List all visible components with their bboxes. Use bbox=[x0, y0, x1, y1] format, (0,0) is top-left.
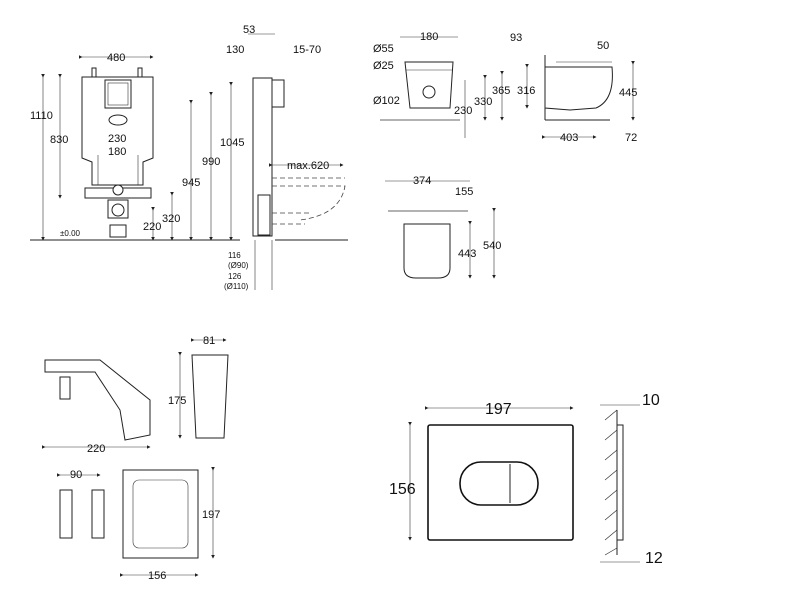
front-frame-view: 480 1110 830 230 180 945 990 320 220 ±0.… bbox=[30, 52, 240, 241]
dim-540: 540 bbox=[483, 240, 501, 252]
dim-316: 316 bbox=[517, 85, 535, 97]
flush-plate-view: 197 156 10 12 bbox=[389, 392, 663, 567]
dim-dia-90: (Ø90) bbox=[228, 261, 249, 270]
wall-hatch bbox=[604, 409, 618, 556]
dim-dia-102: Ø102 bbox=[373, 95, 400, 107]
dim-50: 50 bbox=[597, 40, 609, 52]
dim-72: 72 bbox=[625, 132, 637, 144]
dim-945: 945 bbox=[182, 177, 200, 189]
dim-93: 93 bbox=[510, 32, 522, 44]
dim-330: 330 bbox=[474, 96, 492, 108]
dim-plate-156: 156 bbox=[389, 481, 416, 498]
dim-1045: 1045 bbox=[220, 137, 244, 149]
dim-480: 480 bbox=[107, 52, 125, 64]
dim-445: 445 bbox=[619, 87, 637, 99]
bowl-top-view: 374 155 443 540 bbox=[385, 175, 501, 279]
dim-plate-10: 10 bbox=[642, 392, 660, 409]
dim-443: 443 bbox=[458, 248, 476, 260]
bowl-back-view: 180 Ø55 Ø25 Ø102 230 330 365 bbox=[373, 31, 510, 138]
dim-max-620: max.620 bbox=[287, 160, 329, 172]
dim-155: 155 bbox=[455, 186, 473, 198]
dim-dia-110: (Ø110) bbox=[224, 282, 249, 291]
dim-374: 374 bbox=[413, 175, 431, 187]
dim-15-70: 15-70 bbox=[293, 44, 321, 56]
dim-1110: 1110 bbox=[30, 110, 53, 122]
dim-plate-197: 197 bbox=[485, 401, 512, 418]
dim-230: 230 bbox=[108, 133, 126, 145]
dim-230: 230 bbox=[454, 105, 472, 117]
dim-81: 81 bbox=[203, 335, 215, 347]
dim-dia-55: Ø55 bbox=[373, 43, 394, 55]
dim-365: 365 bbox=[492, 85, 510, 97]
dim-180: 180 bbox=[108, 146, 126, 158]
accessories-view: 220 81 175 90 197 156 bbox=[42, 335, 229, 582]
bowl-side-view: 93 50 316 445 403 72 bbox=[510, 32, 637, 144]
dim-175: 175 bbox=[168, 395, 186, 407]
dim-126: 126 bbox=[228, 272, 242, 281]
dim-220: 220 bbox=[87, 443, 105, 455]
dim-320: 320 bbox=[162, 213, 180, 225]
floor-level: ±0.00 bbox=[60, 229, 81, 238]
dim-53: 53 bbox=[243, 24, 255, 36]
dim-403: 403 bbox=[560, 132, 578, 144]
dim-plate-12: 12 bbox=[645, 550, 663, 567]
dim-180: 180 bbox=[420, 31, 438, 43]
dim-830: 830 bbox=[50, 134, 68, 146]
dim-990: 990 bbox=[202, 156, 220, 168]
dim-116: 116 bbox=[228, 251, 241, 260]
dim-dia-25: Ø25 bbox=[373, 60, 394, 72]
dim-156: 156 bbox=[148, 570, 166, 582]
side-frame-view: 53 130 15-70 1045 max.620 116 (Ø90) 126 … bbox=[220, 24, 348, 291]
dim-197: 197 bbox=[202, 509, 220, 521]
dim-90: 90 bbox=[70, 469, 82, 481]
dim-130: 130 bbox=[226, 44, 244, 56]
dim-220: 220 bbox=[143, 221, 161, 233]
